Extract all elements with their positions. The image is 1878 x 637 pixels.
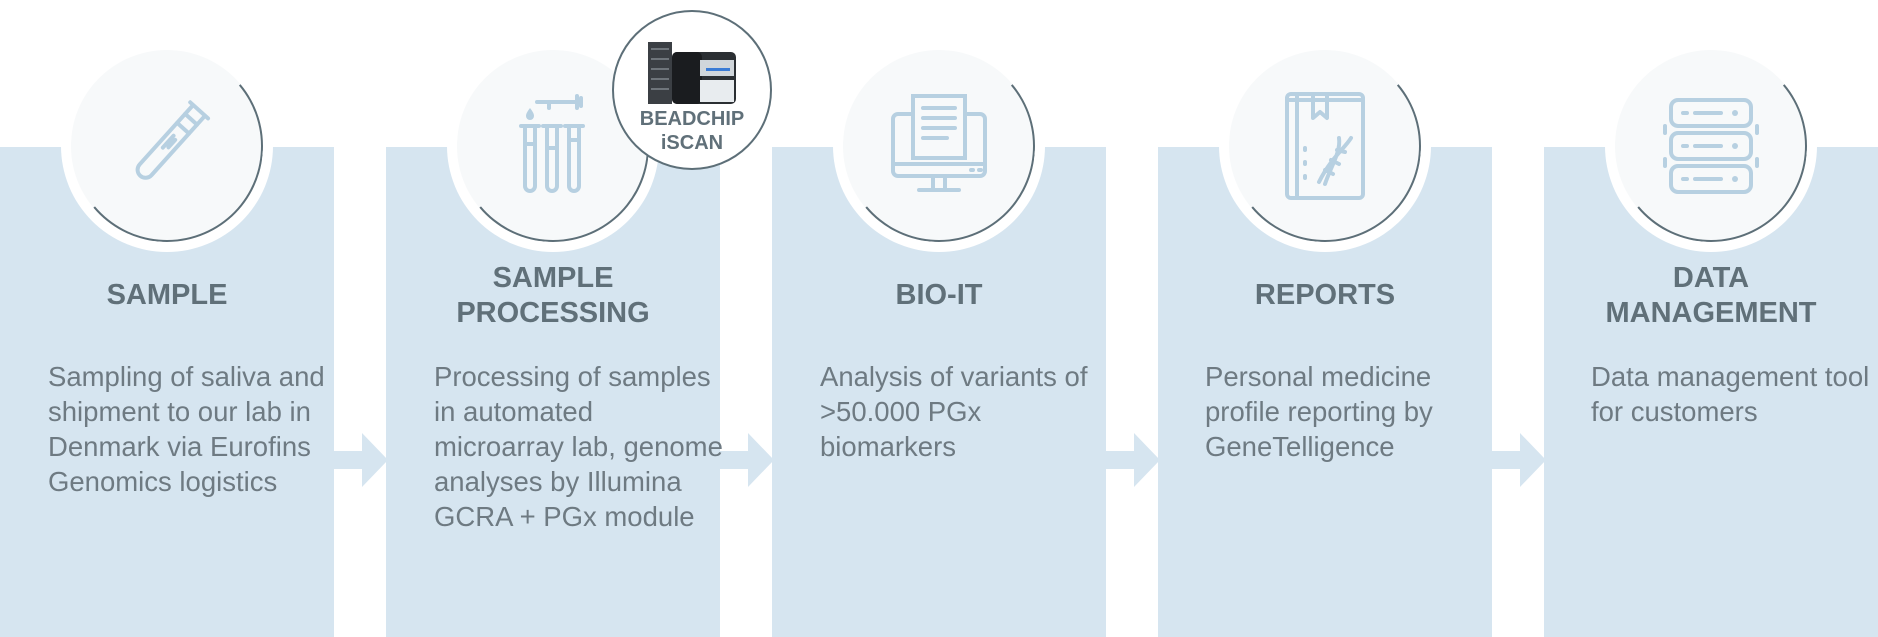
- step-description-bioit: Analysis of variants of >50.000 PGx biom…: [820, 361, 1088, 462]
- step-title-processing: SAMPLE PROCESSING: [456, 262, 650, 329]
- step-description-processing: Processing of samples in automated micro…: [434, 361, 723, 532]
- beadchip-iscan-badge: BEADCHIP iSCAN: [612, 10, 772, 170]
- step-description-reports: Personal medicine profile reporting by G…: [1205, 361, 1433, 462]
- flow-arrow-icon: [334, 433, 388, 487]
- test-tubes-pipette-icon: [519, 94, 585, 193]
- flow-arrow-icon: [1106, 433, 1160, 487]
- step-title-sample: SAMPLE: [106, 279, 228, 311]
- step-title-reports: REPORTS: [1254, 279, 1396, 311]
- beadchip-scanner-icon: [648, 42, 736, 104]
- dna-book-icon: [1285, 92, 1365, 200]
- step-title-bioit: BIO-IT: [895, 279, 983, 311]
- badge-label: BEADCHIP iSCAN: [639, 108, 745, 154]
- step-title-data: DATA MANAGEMENT: [1605, 262, 1817, 329]
- server-database-icon: [1663, 98, 1759, 194]
- flow-arrow-icon: [1492, 433, 1546, 487]
- step-description-sample: Sampling of saliva and shipment to our l…: [48, 361, 325, 497]
- computer-monitor-icon: [891, 94, 987, 192]
- step-description-data: Data management tool for customers: [1591, 361, 1870, 427]
- flow-arrow-icon: [720, 433, 774, 487]
- test-tube-icon: [135, 100, 211, 180]
